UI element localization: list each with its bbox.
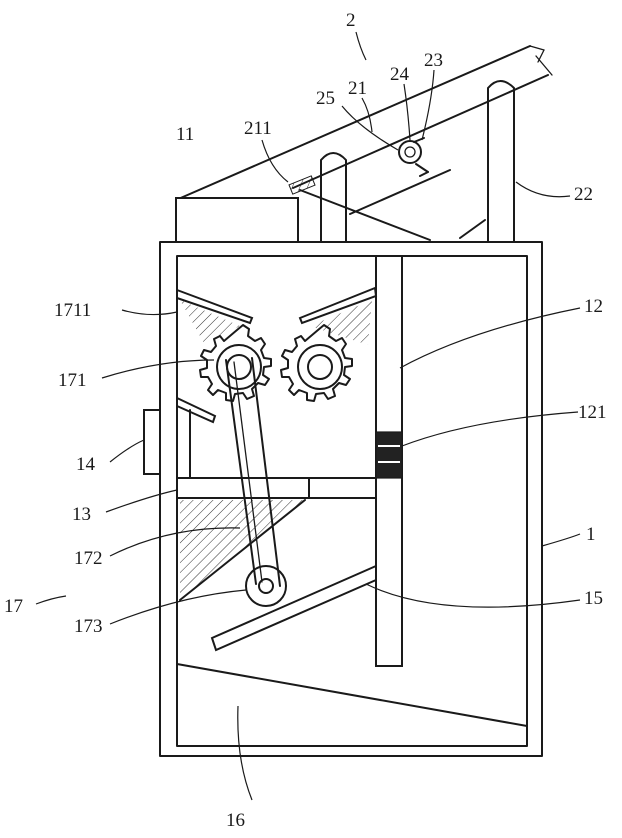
label-13: 13 (72, 504, 91, 525)
label-121: 121 (578, 402, 607, 423)
leader-lines (36, 32, 580, 800)
part-labels: 2 23 24 25 21 11 211 22 1711 12 171 121 … (4, 10, 607, 831)
push-rod (177, 478, 376, 498)
bottom-slope (177, 664, 527, 726)
label-2: 2 (346, 10, 356, 31)
motor-box (144, 410, 160, 474)
label-211: 211 (244, 118, 272, 139)
label-15: 15 (584, 588, 603, 609)
label-1711: 1711 (54, 300, 91, 321)
support-posts (321, 81, 514, 242)
label-25: 25 (316, 88, 335, 109)
vertical-plate (376, 256, 402, 666)
label-1: 1 (586, 524, 596, 545)
label-16: 16 (226, 810, 245, 831)
inclined-screen (212, 566, 376, 650)
label-11: 11 (176, 124, 194, 145)
label-24: 24 (390, 64, 410, 85)
left-guide-plate (177, 290, 252, 345)
label-172: 172 (74, 548, 103, 569)
roller-assembly (399, 138, 428, 176)
label-23: 23 (424, 50, 443, 71)
feed-hopper (176, 198, 298, 242)
label-14: 14 (76, 454, 96, 475)
label-17: 17 (4, 596, 23, 617)
deflector (177, 398, 215, 422)
spring-block (376, 432, 402, 478)
label-12: 12 (584, 296, 603, 317)
label-22: 22 (574, 184, 593, 205)
label-21: 21 (348, 78, 367, 99)
label-173: 173 (74, 616, 103, 637)
label-171: 171 (58, 370, 87, 391)
right-gear (281, 325, 352, 401)
